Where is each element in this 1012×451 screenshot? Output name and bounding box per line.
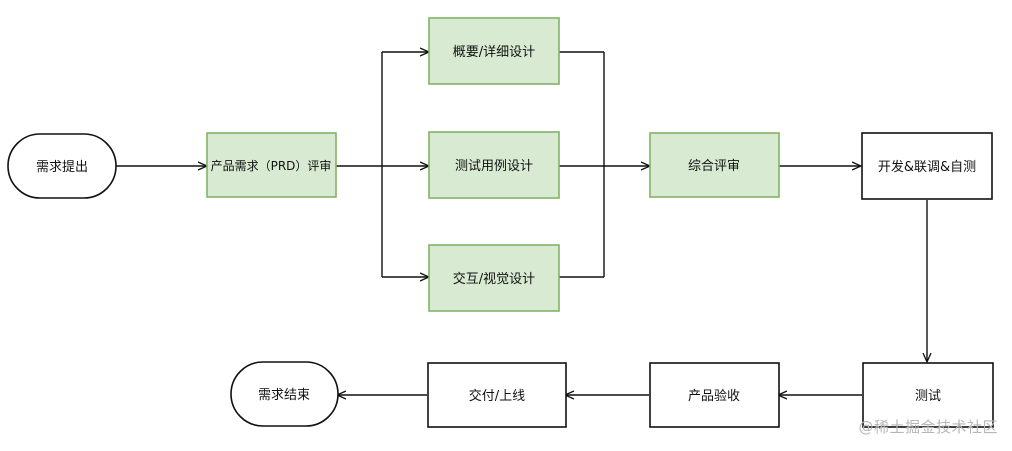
connectors	[116, 52, 927, 395]
node-test-case-design-label: 测试用例设计	[455, 159, 533, 174]
node-dev: 开发&联调&自测	[861, 132, 993, 200]
node-detail-design: 概要/详细设计	[428, 17, 560, 85]
node-start-label: 需求提出	[36, 159, 88, 175]
node-test-case-design: 测试用例设计	[428, 131, 560, 199]
node-test-label: 测试	[915, 389, 941, 404]
node-release: 交付/上线	[427, 362, 567, 428]
node-test: 测试	[862, 362, 994, 428]
node-prd-review-label: 产品需求（PRD）评审	[211, 158, 332, 173]
node-end-label: 需求结束	[258, 388, 310, 403]
node-ux-design: 交互/视觉设计	[428, 244, 560, 312]
node-end: 需求结束	[230, 361, 339, 427]
node-detail-design-label: 概要/详细设计	[453, 45, 535, 60]
node-combined-review-label: 综合评审	[688, 159, 740, 174]
node-start: 需求提出	[7, 133, 117, 199]
watermark: @稀土掘金技术社区	[858, 418, 998, 436]
node-combined-review: 综合评审	[649, 132, 780, 198]
node-dev-label: 开发&联调&自测	[878, 159, 976, 175]
node-acceptance-label: 产品验收	[688, 388, 740, 404]
node-release-label: 交付/上线	[469, 388, 525, 404]
node-prd-review: 产品需求（PRD）评审	[206, 132, 337, 198]
node-ux-design-label: 交互/视觉设计	[453, 271, 535, 287]
node-acceptance: 产品验收	[649, 362, 780, 428]
